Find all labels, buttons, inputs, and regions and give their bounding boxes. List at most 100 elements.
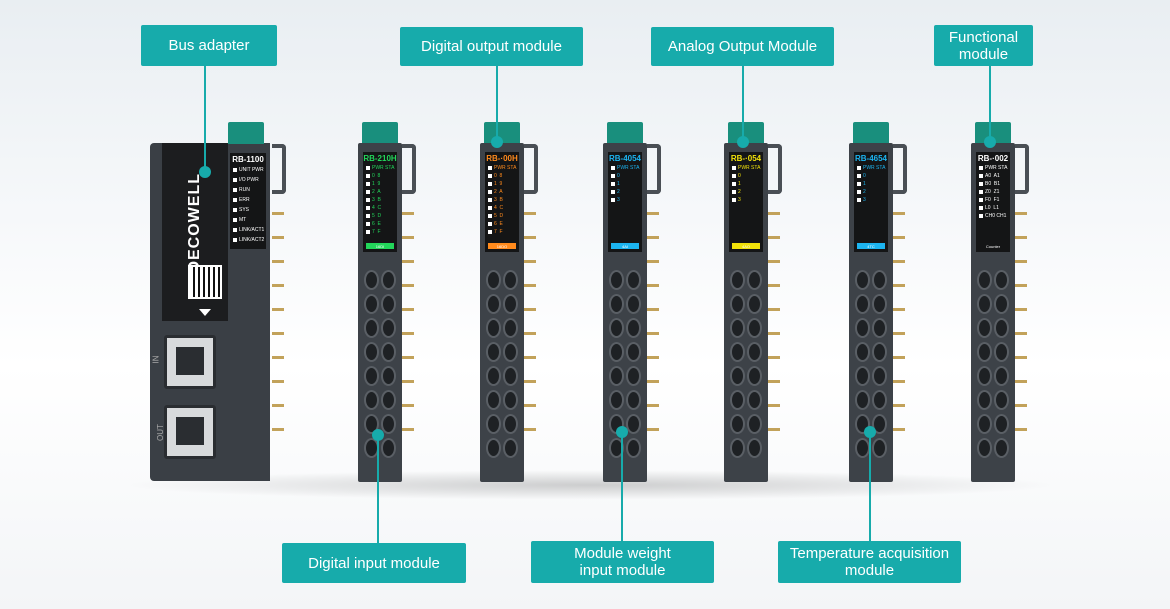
led-indicator: UNIT PWR: [230, 165, 266, 175]
terminal-pair[interactable]: [609, 294, 641, 314]
led-indicator: 2: [854, 188, 888, 196]
ethernet-port-out[interactable]: [164, 405, 216, 459]
module-code: RB-·054: [730, 154, 762, 163]
terminal-pair[interactable]: [977, 318, 1009, 338]
terminal-pair[interactable]: [855, 318, 887, 338]
led-indicator: F0 F1: [976, 196, 1010, 204]
terminal-pair[interactable]: [855, 438, 887, 458]
terminal-pair[interactable]: [730, 390, 762, 410]
terminal-pair[interactable]: [977, 294, 1009, 314]
callout-temperature: Temperature acquisition module: [778, 541, 961, 583]
terminal-pair[interactable]: [855, 342, 887, 362]
callout-digital-output: Digital output module: [400, 27, 583, 66]
terminal-pair[interactable]: [364, 318, 396, 338]
terminal-pair[interactable]: [486, 342, 518, 362]
led-label: 4 C: [494, 205, 504, 211]
terminal-pair[interactable]: [977, 270, 1009, 290]
terminal-pair[interactable]: [855, 366, 887, 386]
terminal-pair[interactable]: [730, 366, 762, 386]
terminal-pair[interactable]: [364, 366, 396, 386]
led-label: 0: [863, 173, 866, 179]
terminal-pair[interactable]: [609, 390, 641, 410]
led-label: 6 E: [494, 221, 503, 227]
terminal-pair[interactable]: [486, 366, 518, 386]
led-indicator: L0 L1: [976, 204, 1010, 212]
callout-analog-output: Analog Output Module: [651, 27, 834, 66]
module-latch[interactable]: [853, 122, 889, 144]
led-label: LINK/ACT1: [239, 227, 265, 233]
led-indicator: 0: [854, 172, 888, 180]
led-label: B0 B1: [985, 181, 1001, 187]
led-label: F0 F1: [985, 197, 1000, 203]
terminal-pair[interactable]: [730, 294, 762, 314]
terminal-pair[interactable]: [609, 366, 641, 386]
terminal-pair[interactable]: [977, 438, 1009, 458]
module-code: RB-·002: [977, 154, 1009, 163]
led-label: PWR STA: [372, 165, 395, 171]
terminal-pair[interactable]: [855, 390, 887, 410]
led-label: PWR STA: [738, 165, 761, 171]
terminal-pair[interactable]: [730, 270, 762, 290]
port-in-label: IN: [151, 355, 161, 364]
led-indicator: 3 B: [485, 196, 519, 204]
terminal-pair[interactable]: [486, 390, 518, 410]
module-latch[interactable]: [362, 122, 398, 144]
led-label: 1: [617, 181, 620, 187]
terminal-pair[interactable]: [486, 294, 518, 314]
callout-digital-input: Digital input module: [282, 543, 466, 583]
terminal-pair[interactable]: [609, 342, 641, 362]
terminal-pair[interactable]: [977, 366, 1009, 386]
led-label: ERR: [239, 197, 250, 203]
terminal-pair[interactable]: [364, 342, 396, 362]
terminal-pair[interactable]: [730, 318, 762, 338]
module-code: RB-1100: [232, 155, 264, 164]
led-indicator: 5 D: [363, 212, 397, 220]
floor-shadow: [120, 470, 1060, 500]
terminal-pair[interactable]: [977, 390, 1009, 410]
led-label: 1 9: [494, 181, 503, 187]
terminal-pair[interactable]: [364, 390, 396, 410]
led-label: L0 L1: [985, 205, 999, 211]
led-indicator: 2: [729, 188, 763, 196]
led-indicator: PWR STA: [608, 164, 642, 172]
led-label: LINK/ACT2: [239, 237, 265, 243]
led-label: 0: [617, 173, 620, 179]
terminal-pair[interactable]: [730, 414, 762, 434]
terminal-pair[interactable]: [855, 294, 887, 314]
terminal-pair[interactable]: [609, 270, 641, 290]
terminal-pair[interactable]: [486, 270, 518, 290]
terminal-pair[interactable]: [364, 270, 396, 290]
terminal-pair[interactable]: [364, 294, 396, 314]
terminal-pair[interactable]: [977, 342, 1009, 362]
terminal-pair[interactable]: [977, 414, 1009, 434]
led-indicator: SYS: [230, 205, 266, 215]
module-code: RB-4054: [608, 154, 641, 163]
terminal-pair[interactable]: [609, 438, 641, 458]
led-label: 3 B: [494, 197, 503, 203]
qr-code: [188, 265, 222, 299]
led-indicator: 7 F: [485, 228, 519, 236]
terminal-pair[interactable]: [486, 438, 518, 458]
terminal-pair[interactable]: [609, 318, 641, 338]
led-indicator: PWR STA: [854, 164, 888, 172]
module-type-badge: 4AO: [732, 243, 760, 249]
terminal-pair[interactable]: [486, 318, 518, 338]
terminal-pair[interactable]: [730, 438, 762, 458]
terminal-pair[interactable]: [364, 438, 396, 458]
led-indicator: 3: [608, 196, 642, 204]
module-code: RB-4654: [854, 154, 887, 163]
terminal-pair[interactable]: [855, 270, 887, 290]
terminal-pair[interactable]: [730, 342, 762, 362]
led-label: 3: [738, 197, 741, 203]
led-label: PWR STA: [985, 165, 1008, 171]
module-type-badge: Counter: [985, 243, 1001, 249]
module-latch[interactable]: [607, 122, 643, 144]
ethernet-port-in[interactable]: [164, 335, 216, 389]
terminal-pair[interactable]: [486, 414, 518, 434]
